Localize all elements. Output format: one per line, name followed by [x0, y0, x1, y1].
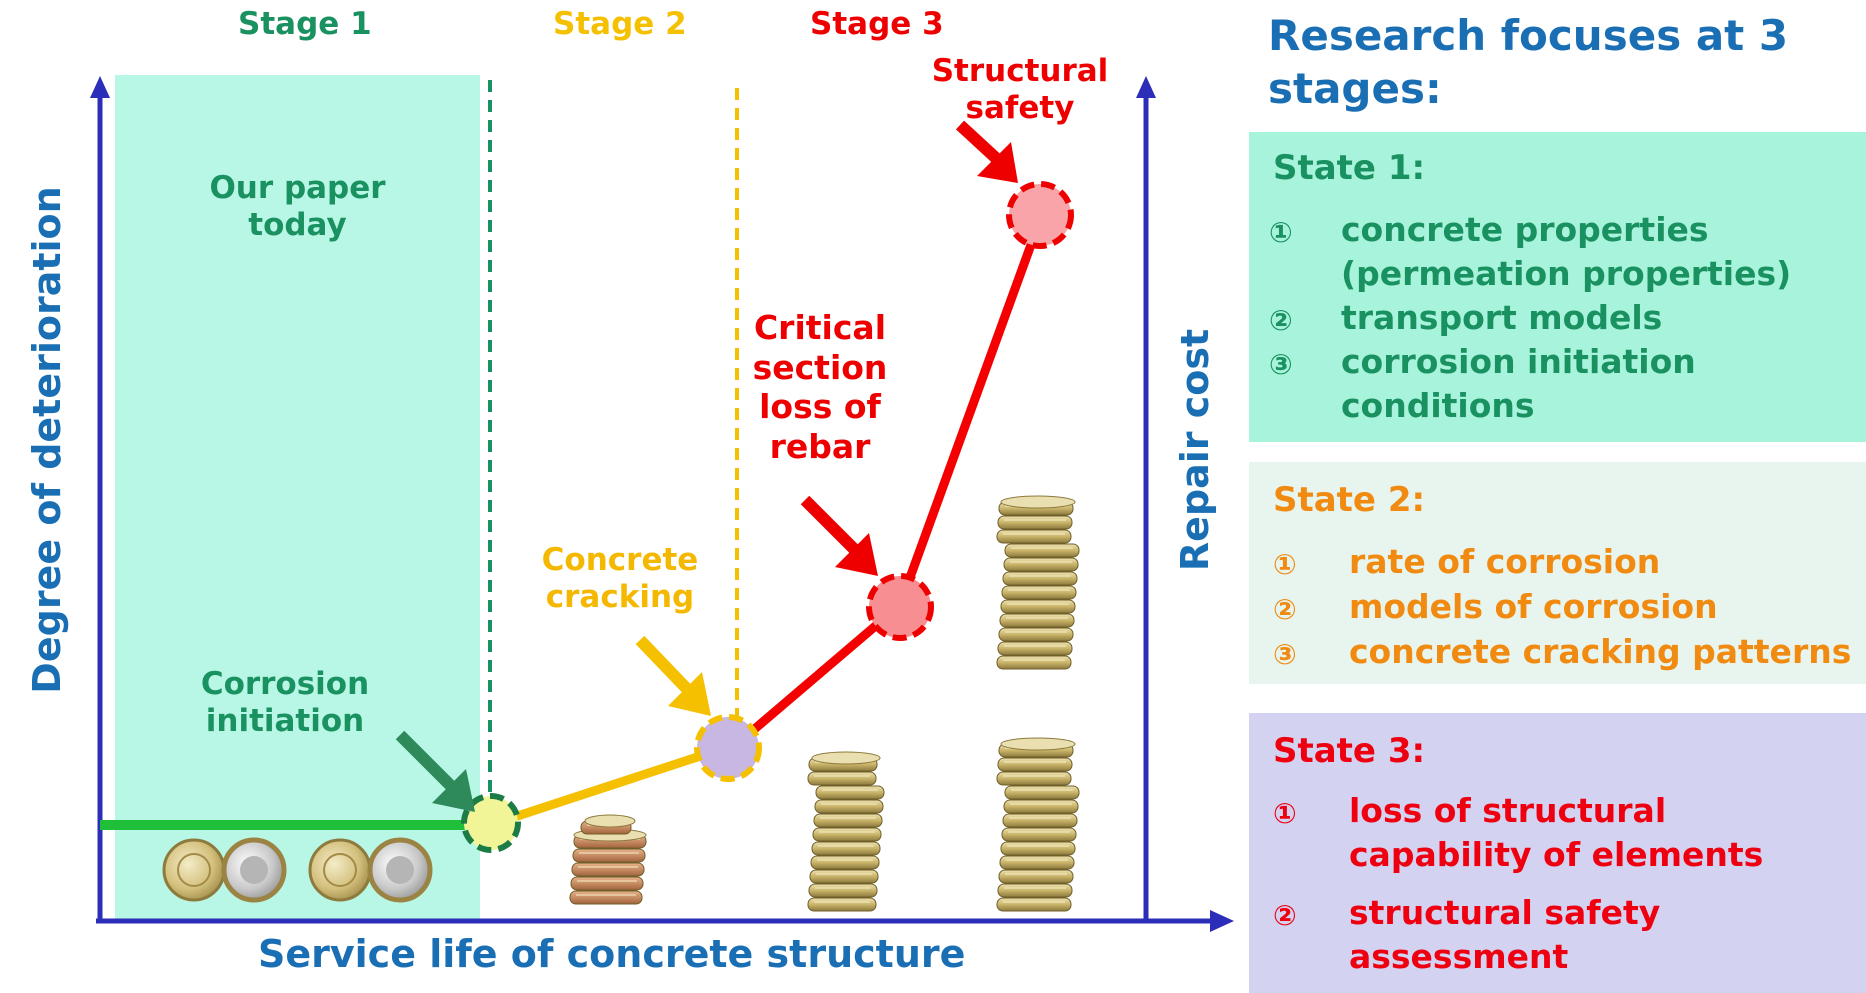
- deterioration-diagram: Degree of deterioration Repair cost: [25, 75, 1234, 932]
- label-line: Structural: [931, 53, 1109, 89]
- y-axis-left-arrowhead: [90, 76, 110, 98]
- item-line: concrete cracking patterns: [1349, 632, 1852, 671]
- structural-safety-label: Structural safety: [920, 53, 1120, 127]
- label-line: loss of: [759, 387, 881, 427]
- curve-segment-stage3a: [734, 601, 903, 748]
- label-line: initiation: [205, 703, 365, 740]
- item-line: conditions: [1341, 385, 1535, 425]
- panel-title-line: stages:: [1268, 63, 1442, 113]
- state3-title: State 3:: [1273, 731, 1426, 771]
- label-line: Corrosion: [200, 666, 370, 702]
- state3-item2: structural safety assessment: [1349, 891, 1660, 978]
- region-label-our-paper: Our paper today: [165, 170, 430, 244]
- label-line: Concrete: [541, 542, 699, 578]
- coin-stack-icon: [996, 495, 1080, 670]
- label-line: Critical: [753, 308, 887, 347]
- state2-item3: concrete cracking patterns: [1349, 630, 1851, 674]
- item-line: structural safety: [1349, 893, 1661, 932]
- y-axis-right-label: Repair cost: [1173, 329, 1217, 571]
- item-line: corrosion initiation: [1341, 342, 1696, 381]
- stage1-region: [115, 75, 480, 920]
- stage2-label: Stage 2: [553, 6, 687, 42]
- region-label-line: today: [248, 207, 347, 244]
- concrete-cracking-arrow: [635, 635, 711, 716]
- panel-title-line: Research focuses at 3: [1268, 11, 1789, 60]
- label-line: rebar: [769, 426, 871, 466]
- label-line: cracking: [545, 579, 695, 616]
- coin-stack-icon: [580, 814, 636, 835]
- item-line: rate of corrosion: [1349, 542, 1661, 581]
- state1-box: State 1: ① concrete properties (permeati…: [1249, 132, 1866, 442]
- corrosion-initiation-marker: [461, 793, 521, 853]
- state1-item1: concrete properties (permeation properti…: [1341, 208, 1791, 295]
- item-line: loss of structural: [1349, 791, 1667, 830]
- state1-title: State 1:: [1273, 148, 1426, 188]
- state2-item3-number: ③: [1273, 638, 1297, 671]
- x-axis-label: Service life of concrete structure: [258, 932, 966, 976]
- state2-item2-number: ②: [1273, 593, 1297, 626]
- item-line: transport models: [1341, 298, 1663, 337]
- state2-title: State 2:: [1273, 480, 1426, 520]
- corrosion-initiation-label: Corrosion initiation: [160, 666, 410, 740]
- state2-box: State 2: ① rate of corrosion ② models of…: [1249, 462, 1866, 684]
- critical-section-label: Critical section loss of rebar: [725, 308, 915, 466]
- stage3-label: Stage 3: [810, 6, 944, 42]
- region-label-line: Our paper: [209, 170, 386, 206]
- label-line: section: [752, 347, 888, 387]
- state3-box: State 3: ① loss of structural capability…: [1249, 713, 1866, 993]
- state1-item3-number: ③: [1269, 348, 1293, 381]
- item-line: (permeation properties): [1341, 253, 1792, 293]
- state3-item1-number: ①: [1273, 797, 1297, 830]
- state1-item3: corrosion initiation conditions: [1341, 340, 1696, 427]
- state2-item1: rate of corrosion: [1349, 540, 1660, 584]
- state3-item2-number: ②: [1273, 899, 1297, 932]
- item-line: concrete properties: [1341, 210, 1709, 249]
- coin-pair-icon: [162, 837, 287, 903]
- curve-segment-stage3b: [895, 218, 1045, 607]
- structural-safety-arrow: [955, 120, 1018, 183]
- coin-stack-icon: [996, 737, 1080, 912]
- panel-title: Research focuses at 3 stages:: [1268, 10, 1788, 115]
- stage1-label: Stage 1: [238, 6, 372, 42]
- y-axis-right-arrowhead: [1136, 76, 1156, 98]
- state1-item2-number: ②: [1269, 304, 1293, 337]
- concrete-cracking-marker: [694, 714, 762, 782]
- state2-item2: models of corrosion: [1349, 585, 1718, 629]
- critical-section-marker: [866, 573, 934, 641]
- item-line: capability of elements: [1349, 834, 1764, 874]
- state1-item2: transport models: [1341, 296, 1662, 340]
- state3-item1: loss of structural capability of element…: [1349, 789, 1763, 876]
- x-axis-arrowhead: [1210, 910, 1234, 932]
- y-axis-left-label: Degree of deterioration: [25, 186, 69, 693]
- item-line: assessment: [1349, 936, 1569, 976]
- state1-item1-number: ①: [1269, 216, 1293, 249]
- label-line: safety: [965, 90, 1075, 127]
- state2-item1-number: ①: [1273, 548, 1297, 581]
- item-line: models of corrosion: [1349, 587, 1718, 626]
- corrosion-initiation-arrow: [395, 730, 475, 812]
- critical-section-arrow: [800, 495, 878, 576]
- coin-stack-icon: [569, 828, 647, 905]
- structural-safety-marker: [1006, 181, 1074, 249]
- coin-pair-icon: [308, 837, 433, 903]
- concrete-cracking-label: Concrete cracking: [500, 542, 740, 616]
- coin-stack-icon: [807, 751, 885, 912]
